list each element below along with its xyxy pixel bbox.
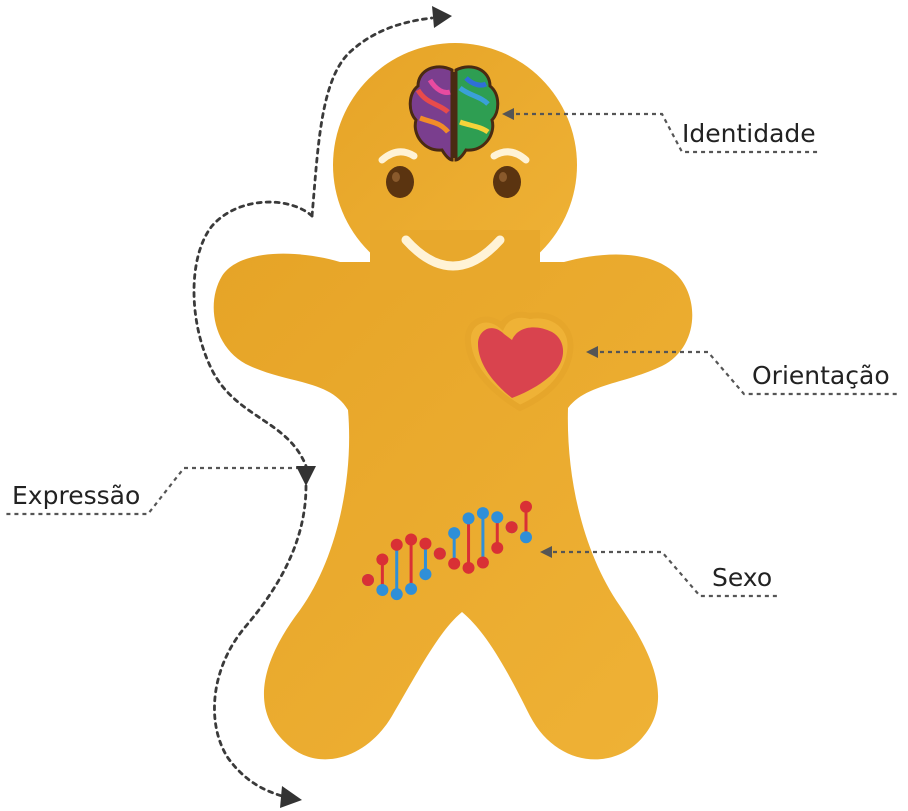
dna-node	[463, 562, 475, 574]
expressao-flow-middle-arrow-icon	[296, 466, 316, 486]
dna-node	[491, 542, 503, 554]
identidade-label: Identidade	[682, 119, 816, 148]
dna-node	[477, 557, 489, 569]
dna-node	[419, 568, 431, 580]
dna-node	[362, 574, 374, 586]
gingerbread-body	[214, 254, 693, 760]
dna-node	[520, 501, 532, 513]
dna-node	[477, 507, 489, 519]
expressao-flow-bottom-arrow-icon	[280, 786, 302, 808]
orientacao-label: Orientação	[752, 361, 890, 390]
dna-node	[448, 527, 460, 539]
dna-node	[491, 511, 503, 523]
dna-node	[376, 584, 388, 596]
left-eye	[386, 166, 414, 198]
dna-node	[448, 558, 460, 570]
dna-node	[520, 531, 532, 543]
dna-node	[405, 533, 417, 545]
dna-node	[405, 583, 417, 595]
dna-node	[463, 512, 475, 524]
expressao-flow-top-arrow-icon	[432, 6, 452, 28]
right-eye	[493, 166, 521, 198]
dna-node	[391, 588, 403, 600]
dna-node	[376, 553, 388, 565]
dna-node	[419, 538, 431, 550]
dna-node	[391, 539, 403, 551]
expressao-label: Expressão	[12, 481, 140, 510]
gingerbread-neck	[370, 230, 540, 290]
dna-node	[506, 521, 518, 533]
dna-node	[434, 548, 446, 560]
sexo-label: Sexo	[712, 563, 772, 592]
